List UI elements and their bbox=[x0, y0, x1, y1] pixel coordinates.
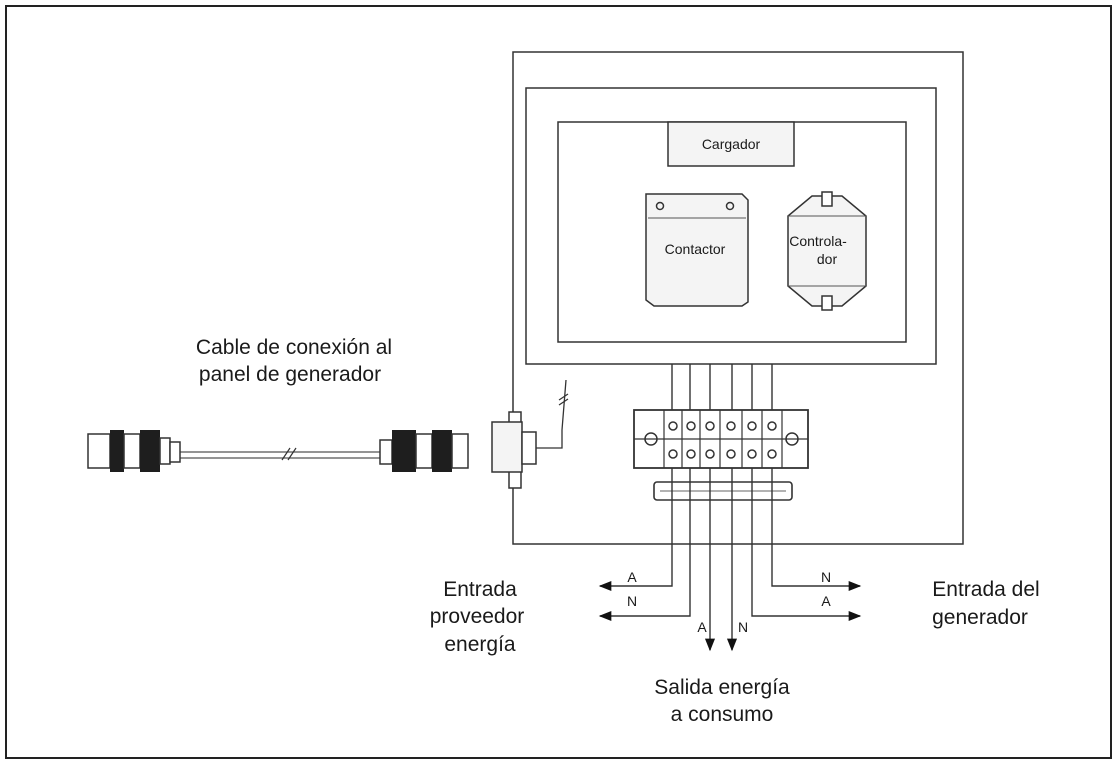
left-neutral-N-label: N bbox=[627, 593, 637, 609]
load-output-label-line1: Salida energía bbox=[654, 676, 790, 699]
load-output-label-line2: a consumo bbox=[671, 703, 774, 726]
utility-input-label-line3: energía bbox=[444, 633, 516, 656]
left-phase-A-label: A bbox=[627, 569, 637, 585]
output-wires bbox=[598, 468, 862, 652]
bottom-neutral-N-label: N bbox=[738, 619, 748, 635]
contactor-module: Contactor bbox=[645, 193, 749, 307]
controller-label-line2: dor bbox=[817, 251, 838, 267]
charger-label: Cargador bbox=[702, 136, 761, 152]
utility-input-label-line2: proveedor bbox=[430, 605, 525, 628]
panel-connector-socket bbox=[491, 379, 569, 489]
utility-input-label-line1: Entrada bbox=[443, 578, 517, 601]
busbar bbox=[653, 481, 793, 501]
generator-input-label-line1: Entrada del bbox=[932, 578, 1039, 601]
controller-module: Controla- dor bbox=[787, 191, 867, 311]
contactor-label: Contactor bbox=[665, 241, 726, 257]
terminal-block bbox=[633, 409, 809, 469]
right-phase-A-label: A bbox=[821, 593, 831, 609]
cable-label-line2: panel de generador bbox=[199, 363, 381, 386]
right-neutral-N-label: N bbox=[821, 569, 831, 585]
charger-module: Cargador bbox=[667, 121, 795, 167]
bottom-phase-A-label: A bbox=[697, 619, 707, 635]
generator-input-label-line2: generador bbox=[932, 606, 1028, 629]
controller-label-line1: Controla- bbox=[789, 233, 847, 249]
outer-frame bbox=[5, 5, 1112, 759]
internal-wires bbox=[671, 364, 773, 412]
cable-label-line1: Cable de conexión al bbox=[196, 336, 392, 359]
generator-cable bbox=[87, 430, 469, 472]
